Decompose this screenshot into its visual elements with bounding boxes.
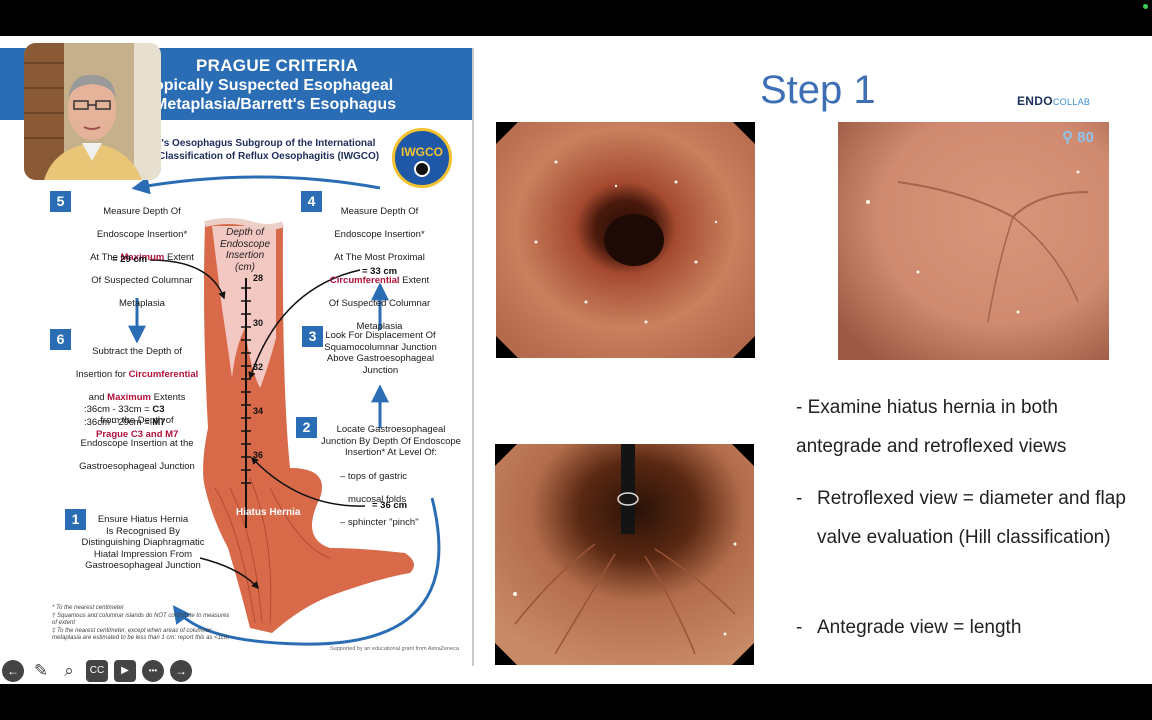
endoscopy-image-antegrade	[496, 122, 755, 358]
tick-28: 28	[253, 273, 264, 283]
prague-organization: t's Oesophagus Subgroup of the Internati…	[158, 138, 380, 162]
video-button[interactable]: ▶	[114, 660, 136, 682]
endocollab-logo: ENDOCOLLAB	[1017, 94, 1091, 108]
calc-line-c: :36cm - 33cm = C3	[84, 404, 165, 415]
scope-icon: ⚲	[1062, 129, 1078, 146]
recording-indicator	[1143, 4, 1148, 9]
step-6-number: 6	[50, 329, 71, 350]
tick-36: 36	[253, 450, 264, 460]
presentation-toolbar: ← ✎ ⌕ CC ▶ ••• →	[0, 658, 200, 684]
step-5-number: 5	[50, 191, 71, 212]
depth-scale-title: Depth of Endoscope Insertion (cm)	[219, 227, 271, 273]
tick-32: 32	[253, 362, 264, 372]
endoscopy-image-retroflexed-scope	[495, 444, 754, 665]
step-3-number: 3	[302, 326, 323, 347]
captions-button[interactable]: CC	[86, 660, 108, 682]
step-6-text: Subtract the Depth of Insertion for Circ…	[75, 345, 199, 472]
more-options-button[interactable]: •••	[142, 660, 164, 682]
step-4-text: Measure Depth Of Endoscope Insertion* At…	[328, 205, 431, 332]
tick-30: 30	[253, 318, 264, 328]
slide-title: Step 1	[760, 68, 876, 112]
prague-verdict: Prague C3 and M7	[96, 429, 179, 440]
step-3-text: Look For Displacement Of Squamocolumnar …	[324, 330, 437, 376]
top-bar	[0, 0, 1152, 36]
step-2-list: – tops of gastric mucosal folds – sphinc…	[340, 470, 419, 528]
step-5-result: = 29 cm	[112, 254, 148, 265]
scope-readout: ⚲ 80	[1062, 129, 1094, 146]
step-5-text: Measure Depth Of Endoscope Insertion* At…	[90, 205, 194, 309]
step-4-result: = 33 cm	[362, 266, 398, 277]
endoscopy-image-retroflexed	[838, 122, 1109, 360]
next-slide-button[interactable]: →	[170, 660, 192, 682]
esophagus-diagram	[128, 175, 441, 646]
previous-slide-button[interactable]: ←	[2, 660, 24, 682]
presenter-webcam[interactable]	[24, 43, 161, 180]
bullet-main: - Examine hiatus hernia in both antegrad…	[796, 397, 1067, 457]
prague-title: PRAGUE CRITERIA	[196, 56, 359, 75]
step-4-number: 4	[301, 191, 322, 212]
iwgco-logo-text: IWGCO	[401, 145, 443, 159]
step-2-text: Locate Gastroesophageal Junction By Dept…	[321, 424, 461, 458]
iwgco-logo: IWGCO	[392, 128, 452, 188]
support-note: Supported by an educational grant from A…	[330, 646, 460, 652]
hiatus-hernia-label: Hiatus Hernia	[236, 507, 301, 518]
step-6-calculation: :36cm - 33cm = C3 :36cm - 29cm = M7 Prag…	[84, 404, 178, 442]
calc-line-m: :36cm - 29cm = M7	[84, 416, 166, 428]
pen-tool-button[interactable]: ✎	[33, 661, 49, 680]
iwgco-logo-emblem	[414, 161, 430, 177]
minimize-video-icon[interactable]: ⇲	[38, 184, 49, 198]
tick-34: 34	[253, 406, 264, 416]
zoom-button[interactable]: ⌕	[64, 661, 74, 680]
step-1-number: 1	[65, 509, 86, 530]
step-1-text: Ensure Hiatus Hernia Is Recognised By Di…	[81, 514, 205, 571]
footnotes: * To the nearest centimeter † Squamous a…	[52, 605, 230, 641]
presenter-video	[24, 43, 161, 180]
prague-criteria-figure: PRAGUE CRITERIA opically Suspected Esoph…	[0, 48, 474, 666]
step-2-number: 2	[296, 417, 317, 438]
presentation-slide: PRAGUE CRITERIA opically Suspected Esoph…	[0, 36, 1152, 684]
bottom-bar	[0, 684, 1152, 720]
prague-subtitle: opically Suspected Esophageal Metaplasia…	[154, 77, 397, 113]
step-2-result: = 36 cm	[372, 500, 408, 511]
